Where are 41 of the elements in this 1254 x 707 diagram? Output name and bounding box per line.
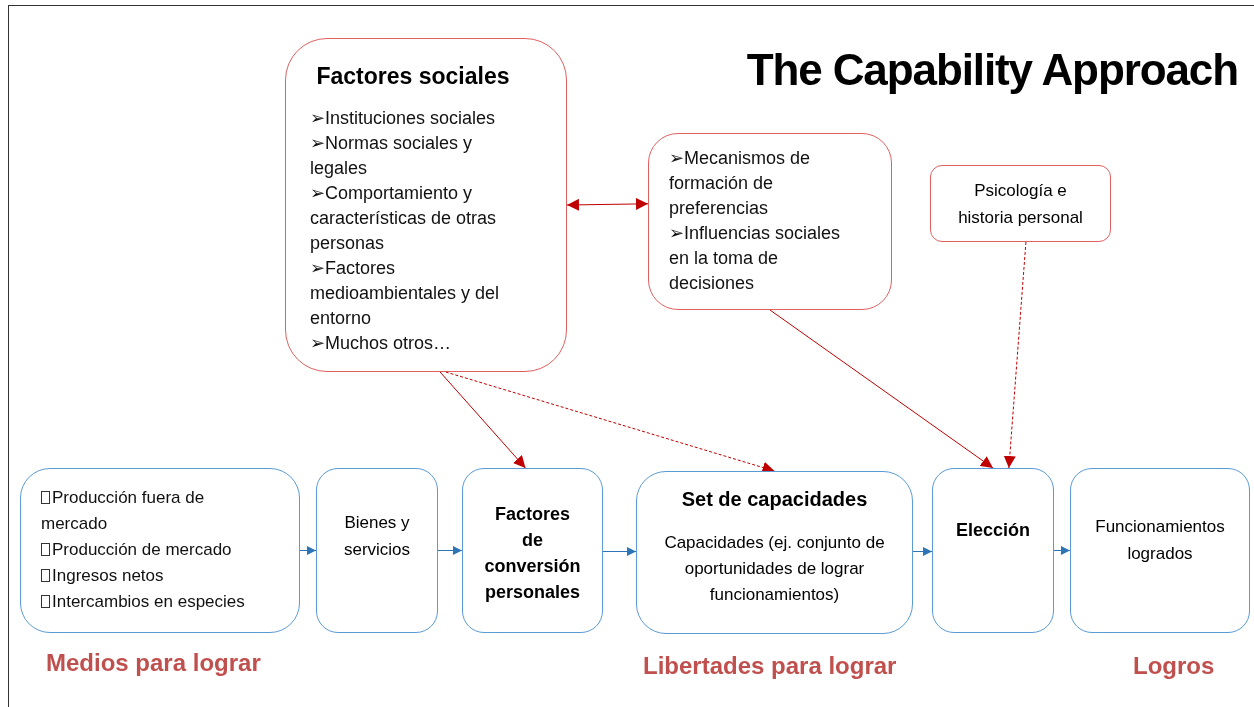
arrow [439,371,526,469]
bullet-item: ➢Mecanismos de formación de preferencias [669,147,812,220]
bullet-item: ➢Comportamiento y características de otras personas [310,181,498,255]
rounded-box [316,468,438,633]
stage-label: Medios para lograr [46,648,261,678]
rounded-box [1070,468,1250,633]
bullet-item: Ingresos netos [41,563,164,589]
box-heading: Set de capacidades [681,487,868,512]
stage-label: Libertades para lograr [643,651,897,681]
box-text: Elección [956,519,1030,542]
box-text: Psicología e historia personal [957,179,1084,229]
arrow [912,547,933,556]
arrow [769,309,994,469]
bullet-item: Producción de mercado [41,537,232,563]
arrow [299,546,317,555]
box-text: Bienes y servicios [342,512,412,561]
bullet-item: ➢Factores medioambientales y del entorno [310,256,501,330]
arrow [1053,546,1071,555]
bullet-item: Intercambios en especies [41,589,245,615]
diagram-title: The Capability Approach [746,48,1238,92]
box-heading: Factores sociales [316,62,510,91]
box-text: Capacidades (ej. conjunto de oportunidades de lograr funcionamientos) [663,532,886,606]
box-text: Factores de conversión personales [483,503,582,604]
rounded-box [20,468,300,633]
rounded-box [930,165,1111,242]
arrow [437,546,463,555]
bullet-item: ➢Muchos otros… [310,331,452,355]
arrow [1003,241,1027,469]
rounded-box [462,468,603,633]
bullet-item: ➢Influencias sociales en la toma de decisiones [669,222,841,295]
rounded-box [932,468,1054,633]
box-text: Funcionamientos logrados [1094,516,1226,565]
rounded-box [636,471,913,634]
arrow [602,547,637,556]
bullet-item: ➢Instituciones sociales [310,106,496,130]
rounded-box [285,38,567,372]
bullet-item: ➢Normas sociales y legales [310,131,474,180]
rounded-box [648,133,892,310]
bullet-item: Producción fuera de mercado [41,487,206,535]
stage-label: Logros [1133,651,1215,681]
arrow [566,198,649,211]
